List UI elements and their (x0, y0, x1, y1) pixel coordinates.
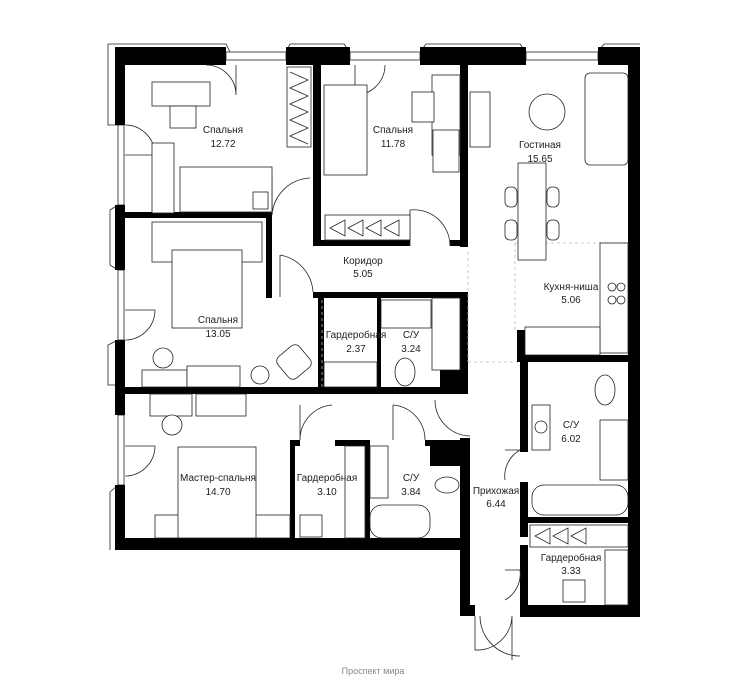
wardrobe (323, 361, 378, 388)
tv-stand (469, 91, 491, 148)
dresser (195, 393, 247, 417)
room-name: Мастер-спальня (180, 473, 256, 484)
room-area: 11.78 (381, 139, 406, 150)
wardrobe (529, 524, 629, 548)
room-area: 14.70 (205, 487, 230, 498)
room-name: Гардеробная (297, 472, 358, 484)
toilet (434, 476, 460, 494)
room-name: С/У (403, 473, 420, 484)
room-area: 5.06 (561, 295, 581, 306)
wardrobe (344, 445, 366, 539)
furniture (141, 66, 629, 606)
chair (169, 105, 197, 129)
bed (171, 249, 243, 329)
room-name: Прихожая (473, 486, 519, 497)
toilet (594, 374, 616, 406)
bathtub (369, 504, 431, 539)
ottoman (562, 579, 586, 603)
round-table (528, 93, 566, 131)
sofa (584, 72, 629, 166)
room-name: С/У (563, 420, 580, 431)
chair (411, 91, 435, 123)
dining-table (517, 162, 547, 261)
bed (323, 84, 368, 176)
kitchen-counter (599, 242, 629, 354)
shoe-rack (604, 549, 629, 606)
street-label: Проспект мира (342, 666, 405, 676)
wardrobe (286, 66, 312, 148)
dresser (186, 365, 241, 388)
room-name: Спальня (198, 315, 238, 326)
ottoman (299, 514, 323, 538)
room-name: Спальня (203, 125, 243, 136)
room-area: 12.72 (210, 139, 235, 150)
walls (115, 47, 640, 617)
room-area: 3.10 (317, 487, 337, 498)
toilet (394, 357, 416, 387)
sinks (369, 445, 389, 499)
room-labels: Спальня 12.72 Спальня 11.78 Гостиная 15.… (180, 125, 601, 676)
tv (141, 369, 188, 388)
room-area: 2.37 (346, 344, 366, 355)
room-area: 3.24 (401, 344, 421, 355)
room-area: 13.05 (205, 329, 230, 340)
pouf (161, 414, 183, 436)
zone-separators (321, 242, 628, 388)
room-name: Спальня (373, 125, 413, 136)
side-table (250, 365, 270, 385)
room-name: Гостиная (519, 140, 561, 151)
sink (380, 299, 432, 329)
pouf (152, 347, 174, 369)
bed (177, 446, 257, 539)
room-name: Гардеробная (541, 552, 602, 564)
room-area: 6.02 (561, 434, 581, 445)
kitchen-sink-counter (524, 326, 601, 356)
armchair (276, 344, 312, 380)
room-name: С/У (403, 330, 420, 341)
tv (149, 393, 193, 417)
shelf (432, 129, 460, 173)
sinks (599, 419, 629, 481)
nightstand (151, 142, 175, 214)
room-area: 3.33 (561, 566, 581, 577)
desk (151, 81, 211, 107)
room-name: Коридор (343, 256, 383, 267)
room-area: 3.84 (401, 487, 421, 498)
washing-machine (531, 404, 551, 451)
window-bays (107, 43, 640, 550)
bathtub (531, 484, 629, 516)
room-area: 15.65 (527, 154, 552, 165)
room-area: 6.44 (486, 499, 506, 510)
radiator (252, 191, 269, 210)
room-area: 5.05 (353, 269, 373, 280)
room-name: Кухня-ниша (544, 282, 599, 293)
room-name: Гардеробная (326, 329, 387, 341)
shower (431, 297, 461, 371)
